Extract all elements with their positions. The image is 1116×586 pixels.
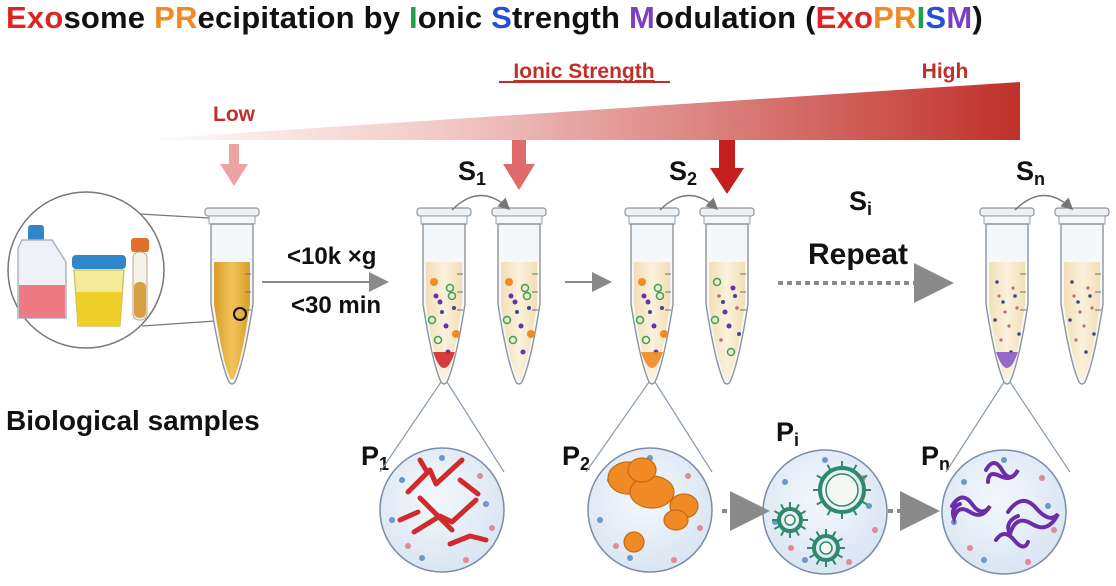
- ionic-strength-gradient: [132, 82, 1020, 140]
- pellet-pi-circle: [762, 449, 888, 575]
- biological-samples-label: Biological samples: [6, 405, 260, 436]
- protein-aggregate: [417, 495, 455, 533]
- title-segment: trength: [512, 0, 630, 35]
- title-segment: ): [972, 0, 983, 35]
- pn-label: Pn: [921, 441, 950, 474]
- rna-tangle: [1006, 499, 1060, 540]
- urine-cup-icon: [72, 255, 126, 327]
- protein-aggregate: [397, 509, 421, 523]
- title-segment: I: [916, 0, 926, 35]
- biological-samples-illustration: [7, 191, 231, 349]
- p1-label: P1: [361, 441, 389, 474]
- tube-p2: [624, 207, 680, 385]
- supernatant-arrow-1: [451, 194, 511, 211]
- pi-label: Pi: [776, 417, 799, 450]
- p2-label: P2: [562, 441, 590, 474]
- title-segment: S: [925, 0, 947, 35]
- title-segment: some: [63, 0, 155, 35]
- culture-flask-icon: [17, 225, 67, 319]
- low-label: Low: [213, 103, 256, 126]
- exosome-vesicle: [813, 461, 871, 519]
- page-title: Exosome PRecipitation by Ionic Strength …: [6, 0, 983, 36]
- blood-tube-icon: [131, 238, 149, 321]
- title-segment: PR: [154, 0, 198, 35]
- s1-strength-arrow: [503, 140, 535, 190]
- spin-speed-label: <10k ×g: [287, 243, 376, 270]
- high-label: High: [922, 60, 969, 83]
- protein-aggregate: [405, 457, 465, 495]
- repeat-label: Repeat: [808, 238, 908, 271]
- pellet-pn-circle: [941, 449, 1067, 575]
- zoom-lines: [379, 381, 1071, 473]
- tube-s2: [699, 207, 755, 385]
- exosome-vesicle: [772, 502, 808, 538]
- lipoprotein-particle: [627, 457, 657, 483]
- protein-aggregate: [417, 457, 429, 473]
- supernatant-arrow-n: [1014, 194, 1074, 211]
- lipoprotein-particle: [623, 531, 645, 553]
- title-segment: Exo: [815, 0, 874, 35]
- supernatant-arrow-2: [659, 194, 719, 211]
- title-segment: I: [408, 0, 418, 35]
- s2-label: S2: [669, 156, 697, 189]
- s2-strength-arrow: [710, 140, 744, 194]
- pellet-p2-circle: [587, 447, 713, 573]
- title-segment: ecipitation by: [197, 0, 409, 35]
- ionic-strength-label: Ionic Strength: [513, 60, 654, 83]
- low-strength-arrow: [220, 144, 248, 186]
- tube-pn: [979, 207, 1035, 385]
- title-segment: Exo: [6, 0, 64, 35]
- sn-label: Sn: [1016, 156, 1045, 189]
- protein-aggregate: [447, 533, 489, 547]
- title-segment: M: [629, 0, 656, 35]
- pellet-p1-circle: [379, 447, 505, 573]
- protein-aggregate: [411, 497, 479, 535]
- title-segment: S: [491, 0, 513, 35]
- rna-tangle: [950, 495, 992, 525]
- sample-tube: [204, 207, 260, 385]
- rna-tangle: [984, 461, 1020, 484]
- protein-aggregate: [457, 477, 481, 497]
- tube-p1: [416, 207, 472, 385]
- s1-label: S1: [458, 156, 486, 189]
- si-label: Si: [849, 186, 872, 219]
- tube-sn: [1054, 207, 1110, 385]
- spin-time-label: <30 min: [291, 292, 381, 319]
- title-segment: odulation (: [655, 0, 816, 35]
- title-segment: PR: [873, 0, 917, 35]
- exosome-vesicle: [807, 529, 845, 567]
- title-segment: onic: [417, 0, 492, 35]
- title-segment: M: [946, 0, 973, 35]
- rna-tangle: [994, 532, 1030, 549]
- tube-s1: [491, 207, 547, 385]
- lipoprotein-particle: [663, 509, 689, 531]
